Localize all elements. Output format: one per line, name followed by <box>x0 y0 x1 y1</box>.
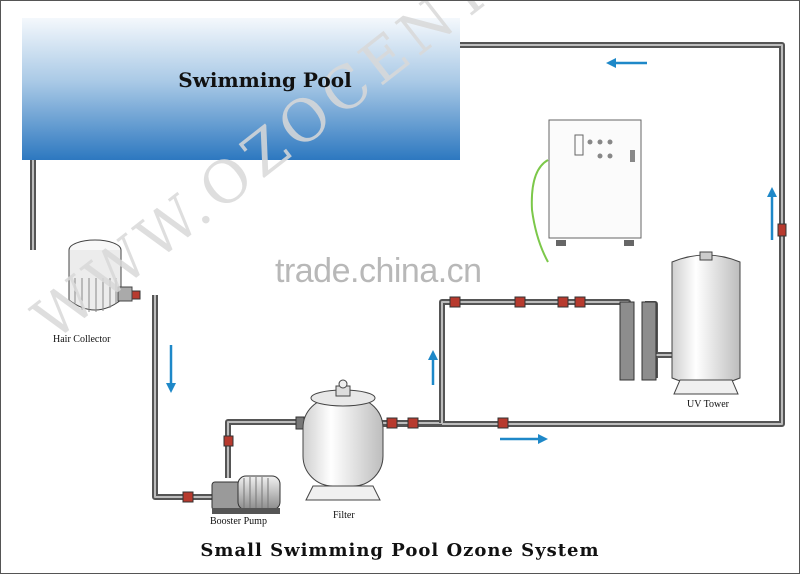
filter-tank <box>302 379 384 501</box>
booster-pump-label: Booster Pump <box>210 516 267 527</box>
diagram-caption: Small Swimming Pool Ozone System <box>200 540 600 561</box>
ozone-generator <box>530 119 642 263</box>
uv-tower <box>671 251 741 395</box>
valves <box>127 223 787 503</box>
swimming-pool <box>22 18 460 160</box>
pool-label: Swimming Pool <box>178 68 352 92</box>
flow-arrows <box>166 58 777 444</box>
uv-tower-label: UV Tower <box>687 399 729 410</box>
hair-collector-label: Hair Collector <box>53 334 111 345</box>
filter-label: Filter <box>333 510 355 521</box>
trade-watermark: trade.china.cn <box>275 252 482 290</box>
hair-collector <box>68 239 133 312</box>
booster-pump <box>211 475 281 514</box>
